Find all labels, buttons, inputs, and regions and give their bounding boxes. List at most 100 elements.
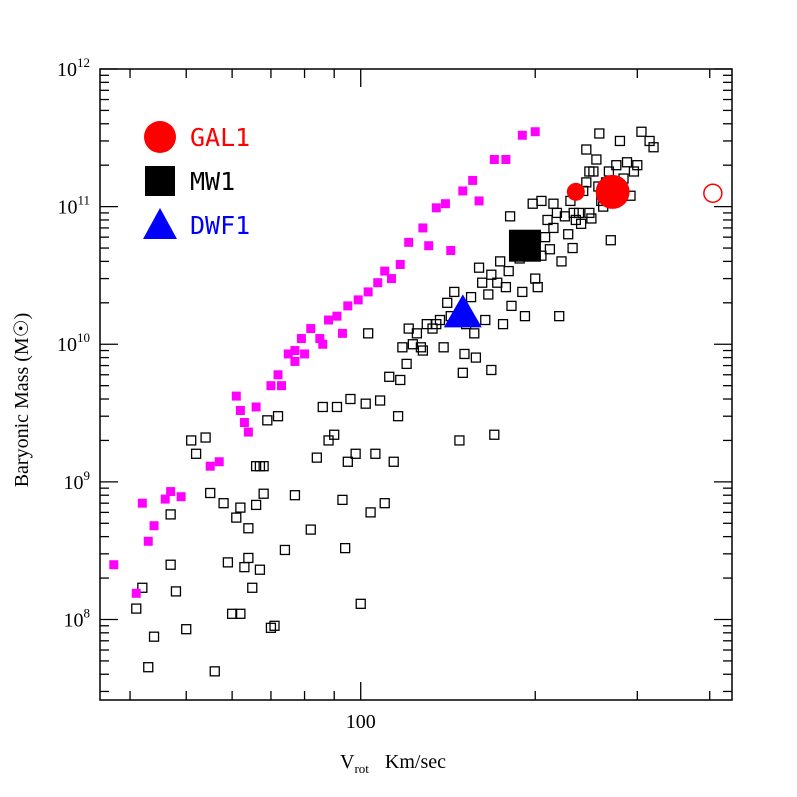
x-axis-label-unit: Km/sec (385, 751, 446, 773)
data-point-open-square (544, 244, 556, 255)
data-point-open-square (594, 128, 605, 139)
data-point-filled-square (343, 301, 353, 311)
data-point-open-square (186, 435, 197, 446)
data-point-open-square (591, 154, 602, 165)
y-tick-exponent: 8 (84, 605, 91, 620)
data-point-open-square (586, 213, 597, 224)
data-point-open-square (486, 364, 497, 376)
data-point-filled-square (131, 588, 141, 598)
data-point-open-square (311, 452, 322, 463)
data-point-open-square (243, 552, 254, 564)
data-point-filled-square (395, 259, 405, 269)
data-point-filled-square (276, 381, 286, 391)
data-point-open-square (477, 277, 488, 288)
data-point-open-square (434, 314, 446, 326)
data-point-open-square (486, 269, 497, 280)
data-point-filled-square (380, 266, 390, 276)
y-tick-base: 10 (57, 197, 77, 219)
data-point-filled-square (446, 245, 456, 255)
data-point-open-square (395, 374, 406, 386)
data-point-open-square (532, 281, 543, 293)
legend-label: MW1 (190, 167, 235, 196)
legend-marker-square (145, 166, 175, 196)
data-point-filled-square (296, 334, 306, 344)
data-point-filled-square (214, 457, 224, 467)
data-point-filled-square (166, 487, 176, 497)
data-point-filled-square (517, 130, 527, 140)
data-point-open-square (480, 314, 491, 326)
data-point-open-square (573, 207, 585, 219)
data-point-open-square (527, 198, 538, 209)
data-point-open-square (226, 608, 238, 619)
data-point-open-square (628, 166, 640, 177)
data-point-filled-square (273, 370, 283, 380)
data-point-filled-square (235, 406, 245, 416)
data-point-open-square (554, 311, 565, 322)
data-point-open-square (254, 564, 266, 575)
data-point-open-square (611, 160, 622, 171)
data-point-filled-square (251, 402, 261, 412)
data-point-filled-square (468, 175, 478, 185)
legend-marker-circle (144, 121, 176, 153)
data-point-filled-square (458, 186, 468, 196)
y-tick-exponent: 11 (77, 193, 90, 208)
data-point-open-square (417, 345, 429, 356)
y-tick-label: 108 (64, 605, 91, 631)
data-point-open-square (345, 393, 356, 405)
data-point-open-square (222, 557, 234, 568)
data-point-open-square (262, 415, 273, 426)
data-point-open-square (181, 624, 192, 635)
y-tick-exponent: 9 (84, 468, 91, 483)
data-point-open-square (190, 448, 202, 459)
data-point-open-square (411, 328, 423, 339)
data-point-open-square (258, 488, 269, 499)
data-point-filled-square (137, 498, 147, 508)
data-point-open-square (581, 177, 592, 188)
y-tick-label: 1010 (57, 330, 90, 356)
data-point-filled-square (243, 427, 253, 437)
data-point-mw1 (508, 229, 541, 262)
data-point-open-square (415, 342, 427, 353)
y-axis-label: Baryonic Mass (M☉) (11, 313, 33, 488)
data-point-open-square (563, 229, 574, 240)
data-point-filled-square (404, 237, 414, 247)
data-point-open-square (247, 582, 258, 593)
data-point-open-square (148, 631, 160, 642)
data-point-open-square (449, 286, 460, 298)
data-point-filled-square (386, 274, 396, 284)
data-point-filled-square (332, 311, 342, 321)
data-point-filled-square (440, 199, 450, 209)
data-point-open-square (581, 144, 592, 155)
legend-marker-triangle (143, 208, 177, 239)
data-point-open-square (231, 512, 242, 523)
data-point-gal1 (566, 182, 585, 201)
data-point-open-square (470, 352, 482, 363)
data-point-filled-square (306, 324, 316, 334)
y-tick-exponent: 12 (77, 55, 90, 70)
data-point-open-square (254, 461, 266, 472)
data-point-open-square (350, 448, 361, 459)
data-point-open-square (442, 297, 453, 308)
data-point-open-square (137, 582, 148, 593)
data-point-filled-square (424, 241, 434, 251)
data-point-filled-square (239, 418, 249, 428)
legend-label: GAL1 (190, 123, 250, 152)
data-point-open-square (379, 498, 390, 509)
data-point-open-square (289, 490, 301, 501)
data-point-filled-square (337, 328, 347, 338)
data-point-open-square (465, 291, 477, 303)
data-point-filled-square (205, 461, 215, 471)
data-point-open-square (636, 126, 647, 137)
data-point-open-square (258, 461, 269, 472)
data-point-open-square (355, 598, 366, 609)
data-point-open-square (457, 367, 468, 378)
data-point-filled-square (143, 536, 153, 546)
data-point-open-circle (703, 183, 723, 204)
data-point-open-square (165, 559, 176, 570)
data-point-filled-square (373, 278, 383, 288)
data-point-open-square (473, 262, 485, 273)
data-point-open-square (584, 166, 595, 177)
data-point-gal1 (595, 174, 630, 209)
